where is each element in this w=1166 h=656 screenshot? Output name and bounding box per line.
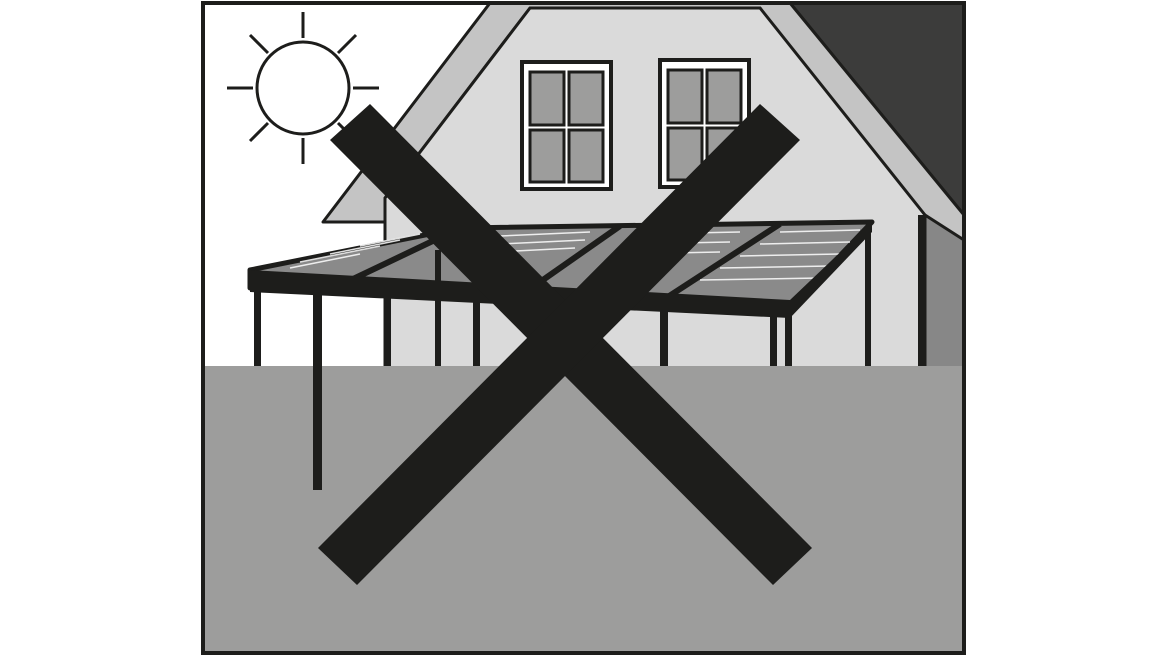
illustration-frame bbox=[201, 1, 966, 655]
house-side-shadow bbox=[923, 212, 964, 372]
pergola-front-post bbox=[313, 366, 322, 490]
prohibited-x-icon bbox=[318, 104, 812, 585]
ground bbox=[203, 366, 964, 653]
pergola-icon bbox=[247, 215, 924, 490]
sun-icon bbox=[227, 12, 379, 164]
house-window-left bbox=[520, 60, 613, 191]
